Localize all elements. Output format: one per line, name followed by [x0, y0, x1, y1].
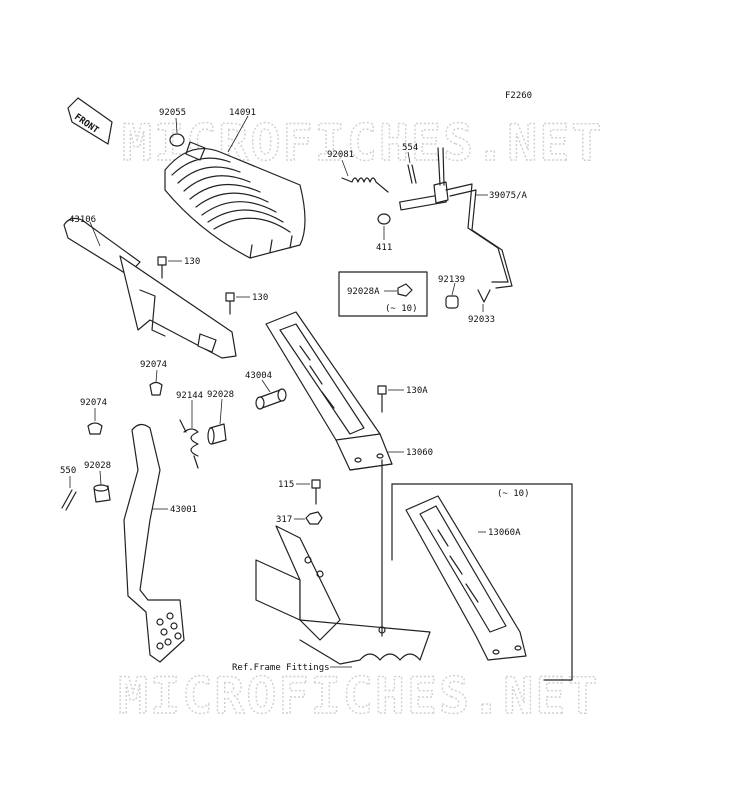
spring-92144: [179, 400, 199, 469]
label-14091: 14091: [229, 108, 256, 118]
label-550: 550: [60, 466, 76, 476]
label-92074-a: 92074: [140, 360, 167, 370]
label-92139: 92139: [438, 275, 465, 285]
label-554: 554: [402, 143, 418, 153]
label-13060A: 13060A: [488, 528, 521, 538]
label-92028A: 92028A: [347, 287, 380, 297]
o-ring-92055: [169, 117, 185, 147]
lever-39075A: [399, 147, 513, 289]
ref-frame-note: Ref.Frame Fittings: [232, 663, 330, 673]
bolt-115: [296, 479, 321, 505]
label-130A: 130A: [406, 386, 428, 396]
label-39075A: 39075/A: [489, 191, 528, 201]
label-92081: 92081: [327, 150, 354, 160]
label-43004: 43004: [245, 371, 272, 381]
inset-box-92028A: [338, 271, 428, 317]
cover-14091: [164, 115, 306, 259]
bolt-130-a: [157, 256, 182, 279]
frame-bracket: [255, 459, 431, 668]
bushing-92028-b: [93, 470, 111, 503]
accel-pedal-13060: [265, 311, 404, 471]
spring-92081: [341, 159, 389, 193]
watermark-bottom: MICROFICHES.NET: [118, 667, 600, 725]
shaft-43004: [255, 379, 287, 410]
figure-code: F2260: [505, 91, 532, 101]
front-arrow-icon: FRONT: [67, 97, 113, 145]
brake-pedal-43001: [123, 423, 185, 663]
label-13060A-note: (~ 10): [497, 489, 530, 499]
cotter-pin-550: [61, 476, 77, 511]
washer-411: [377, 213, 391, 240]
label-92028-a: 92028: [207, 390, 234, 400]
bolt-130A: [377, 385, 404, 413]
bushing-92028-a: [207, 398, 227, 445]
label-317: 317: [276, 515, 292, 525]
inset-box-13060A: [391, 483, 573, 681]
label-92074-b: 92074: [80, 398, 107, 408]
label-130-b: 130: [252, 293, 268, 303]
label-130-a: 130: [184, 257, 200, 267]
label-13060: 13060: [406, 448, 433, 458]
nut-317: [294, 511, 323, 525]
label-115: 115: [278, 480, 294, 490]
label-43106: 43106: [69, 215, 96, 225]
label-92028A-note: (~ 10): [385, 304, 418, 314]
label-92055: 92055: [159, 108, 186, 118]
label-411: 411: [376, 243, 392, 253]
label-92144: 92144: [176, 391, 203, 401]
label-92028-b: 92028: [84, 461, 111, 471]
bolt-130-b: [225, 292, 250, 315]
plug-92074-b: [87, 408, 103, 435]
collar-92139: [445, 282, 459, 309]
label-92033: 92033: [468, 315, 495, 325]
brake-lever-43106: [63, 217, 237, 359]
plug-92074-a: [149, 369, 163, 396]
cotter-pin-554: [407, 151, 417, 184]
pedal-pad: [156, 612, 182, 650]
label-43001: 43001: [170, 505, 197, 515]
clip-92033: [477, 289, 491, 312]
